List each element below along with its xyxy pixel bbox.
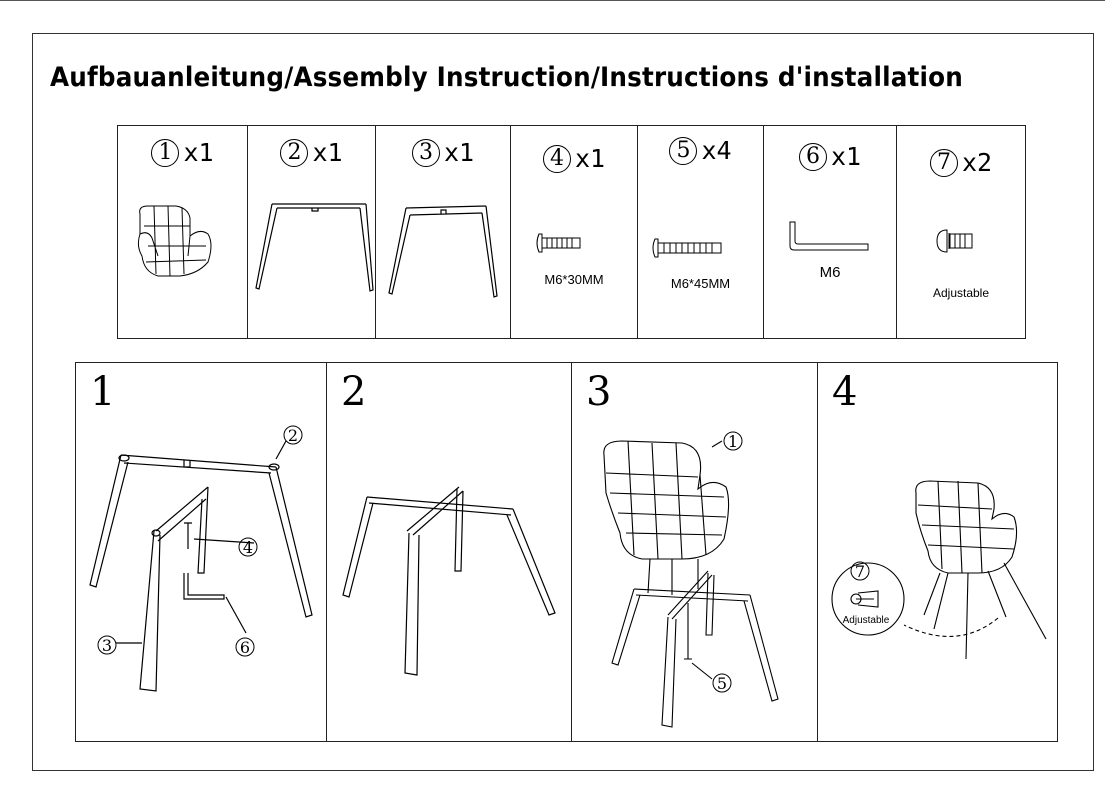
step-number: 4 <box>832 369 858 415</box>
callout-7: 7 <box>855 562 865 581</box>
leg-frame-icon <box>255 203 374 292</box>
part-spec-label: M6*30MM <box>544 272 604 287</box>
top-border <box>0 0 1105 1</box>
part-number: 7 <box>929 148 958 177</box>
page-title: Aufbauanleitung/Assembly Instruction/Ins… <box>50 62 964 93</box>
adjustable-glide-icon <box>936 229 973 253</box>
part-number: 2 <box>280 138 309 167</box>
step-2: 2 <box>327 363 572 741</box>
step-1-illustration: 2 4 6 3 <box>89 425 313 692</box>
chair-seat-icon <box>137 205 212 277</box>
callout-4: 4 <box>243 538 253 557</box>
part-quantity: x1 <box>574 144 606 173</box>
callout-3: 3 <box>102 636 112 655</box>
step-3: 3 1 5 <box>572 363 818 741</box>
part-quantity: x1 <box>312 138 343 167</box>
bolt-icon <box>536 233 581 253</box>
part-spec-label: M6 <box>819 264 841 281</box>
step-2-illustration <box>342 486 556 676</box>
part-quantity: x1 <box>830 142 862 171</box>
step-4: 4 7 Adjustable <box>818 363 1057 741</box>
part-number: 1 <box>151 138 180 167</box>
part-number: 6 <box>798 142 827 171</box>
callout-5: 5 <box>717 674 727 693</box>
allen-key-icon <box>789 221 869 251</box>
part-number: 3 <box>411 138 440 167</box>
callout-2: 2 <box>288 426 298 445</box>
step-4-illustration: 7 Adjustable <box>831 480 1047 660</box>
callout-6: 6 <box>240 638 250 657</box>
step-3-illustration: 1 5 <box>603 431 779 728</box>
step-number: 2 <box>341 369 367 415</box>
part-quantity: x4 <box>701 136 732 165</box>
part-quantity: x2 <box>961 148 993 177</box>
part-number: 4 <box>542 144 571 173</box>
part-spec-label: M6*45MM <box>670 276 731 291</box>
adjustable-label: Adjustable <box>843 615 890 626</box>
part-quantity: x1 <box>183 138 214 167</box>
leg-frame-icon <box>388 205 498 298</box>
part-quantity: x1 <box>443 138 475 167</box>
page-frame <box>32 33 1094 771</box>
callout-1: 1 <box>728 432 738 451</box>
step-number: 1 <box>90 369 116 415</box>
part-spec-label: Adjustable <box>932 286 990 300</box>
step-number: 3 <box>586 369 612 415</box>
part-number: 5 <box>669 136 698 165</box>
assembly-steps: 1 2 4 6 3 2 <box>75 362 1058 742</box>
bolt-icon <box>652 238 722 258</box>
step-1: 1 2 4 6 3 <box>76 363 327 741</box>
